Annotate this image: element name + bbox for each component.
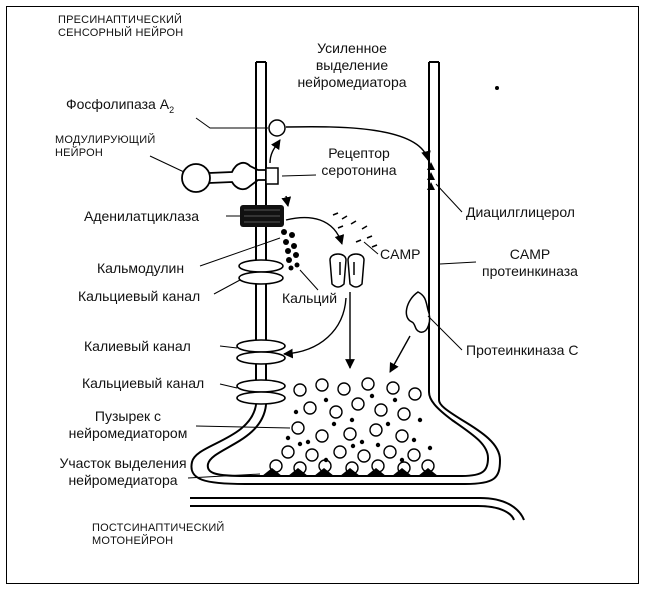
figure-frame bbox=[6, 6, 639, 584]
camp-label: CAMP bbox=[380, 246, 421, 262]
vesicle-dots bbox=[285, 393, 433, 463]
calcium-label: Кальций bbox=[282, 290, 338, 306]
calmodulin-label: Кальмодулин bbox=[97, 260, 185, 276]
adenylate-cyclase bbox=[240, 205, 284, 227]
camp-protein-kinase bbox=[329, 253, 365, 288]
calcium-dots bbox=[281, 229, 300, 271]
serotonin-receptor bbox=[265, 167, 279, 185]
calcium-channel-label-2: Кальциевый канал bbox=[82, 375, 205, 391]
neuron-membrane bbox=[190, 61, 525, 521]
leader-lines bbox=[149, 117, 477, 479]
phospholipase-vesicle bbox=[268, 119, 286, 137]
diacylglycerol-marks bbox=[427, 162, 435, 190]
modulating-neuron bbox=[181, 161, 273, 193]
speck bbox=[495, 86, 499, 90]
phospholipase-label: Фосфолипаза A2 bbox=[66, 96, 175, 115]
protein-kinase-c-label: Протеинкиназа С bbox=[466, 342, 579, 358]
adenylate-cyclase-label: Аденилатциклаза bbox=[84, 208, 200, 224]
calcium-channel-label-1: Кальциевый канал bbox=[78, 288, 201, 304]
pathway-arrows bbox=[269, 126, 431, 373]
camp-fragments bbox=[332, 212, 378, 248]
ion-channels bbox=[236, 259, 286, 405]
neurotransmitter-vesicles bbox=[269, 377, 435, 475]
diacylglycerol-label: Диацилглицерол bbox=[466, 204, 575, 220]
protein-kinase-c bbox=[405, 291, 431, 333]
potassium-channel-label: Калиевый канал bbox=[84, 338, 191, 354]
release-sites bbox=[262, 468, 438, 476]
